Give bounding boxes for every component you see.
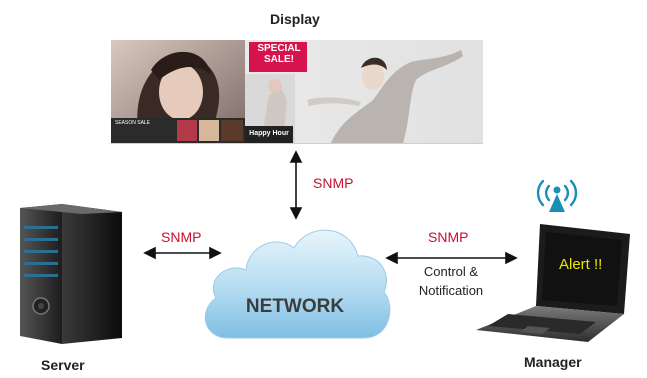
snmp-label-manager: SNMP [428, 229, 469, 245]
arrow-head-up [289, 150, 303, 163]
network-label: NETWORK [245, 296, 345, 317]
manager-laptop-icon [476, 224, 630, 342]
snmp-label-display: SNMP [313, 175, 354, 191]
display-ad-image [111, 40, 483, 143]
snmp-label-server: SNMP [161, 229, 202, 245]
alert-screen-text: Alert !! [559, 256, 603, 273]
manager-title: Manager [524, 354, 582, 370]
arrow-head-right [209, 246, 222, 260]
sale-banner-text: SPECIAL SALE! [257, 43, 301, 65]
server-title: Server [41, 357, 85, 373]
control-notification-label: Control & Notification [418, 264, 484, 298]
arrow-head-right-2 [505, 251, 518, 265]
display-screen: SPECIAL SALE! Happy Hour SEASON SALE [111, 40, 483, 144]
display-title: Display [270, 11, 320, 27]
happy-hour-text: Happy Hour [249, 130, 289, 137]
arrow-head-down [289, 207, 303, 220]
arrow-head-left [143, 246, 156, 260]
season-sale-text: SEASON SALE [115, 120, 151, 126]
server-tower-icon [20, 204, 122, 344]
arrow-head-left-2 [385, 251, 398, 265]
network-cloud-icon [204, 229, 391, 339]
wireless-alert-icon [536, 179, 578, 212]
